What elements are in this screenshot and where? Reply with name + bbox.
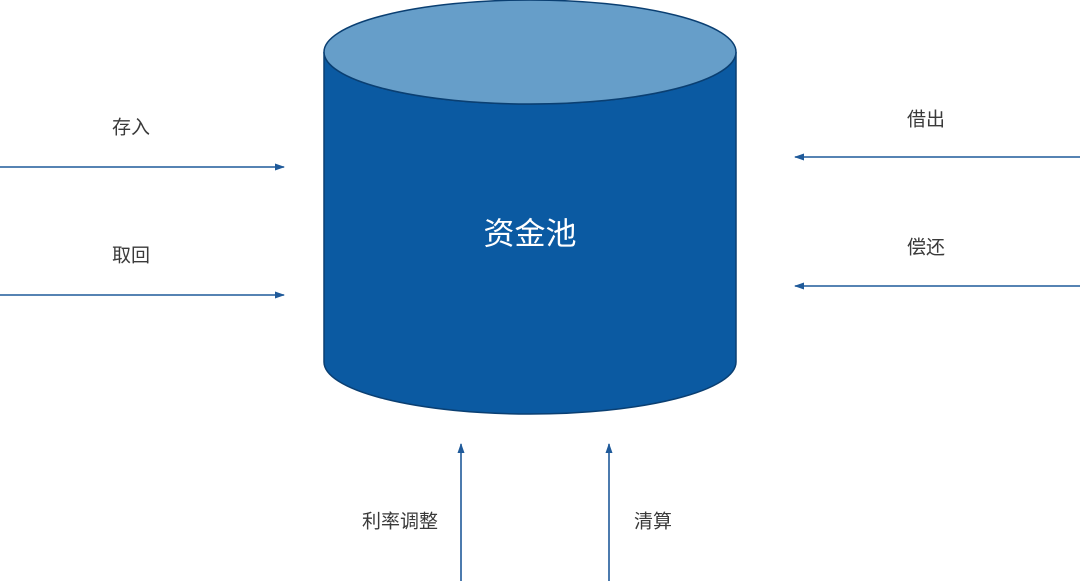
borrow-label: 借出	[907, 109, 945, 131]
pool-label: 资金池	[484, 217, 577, 253]
flow-withdraw: 取回	[0, 245, 285, 299]
rate-adjustment-label: 利率调整	[362, 511, 438, 533]
withdraw-label: 取回	[112, 245, 150, 267]
flow-repay: 偿还	[794, 237, 1080, 290]
deposit-label: 存入	[112, 117, 150, 139]
flow-rate-adjustment: 利率调整	[362, 443, 465, 581]
flow-settlement: 清算	[605, 443, 672, 581]
flow-borrow: 借出	[794, 109, 1080, 161]
flow-deposit: 存入	[0, 117, 285, 171]
repay-label: 偿还	[907, 237, 945, 259]
cylinder-top	[323, 0, 737, 105]
settlement-label: 清算	[634, 511, 672, 533]
fund-pool-cylinder: 资金池	[323, 0, 737, 415]
